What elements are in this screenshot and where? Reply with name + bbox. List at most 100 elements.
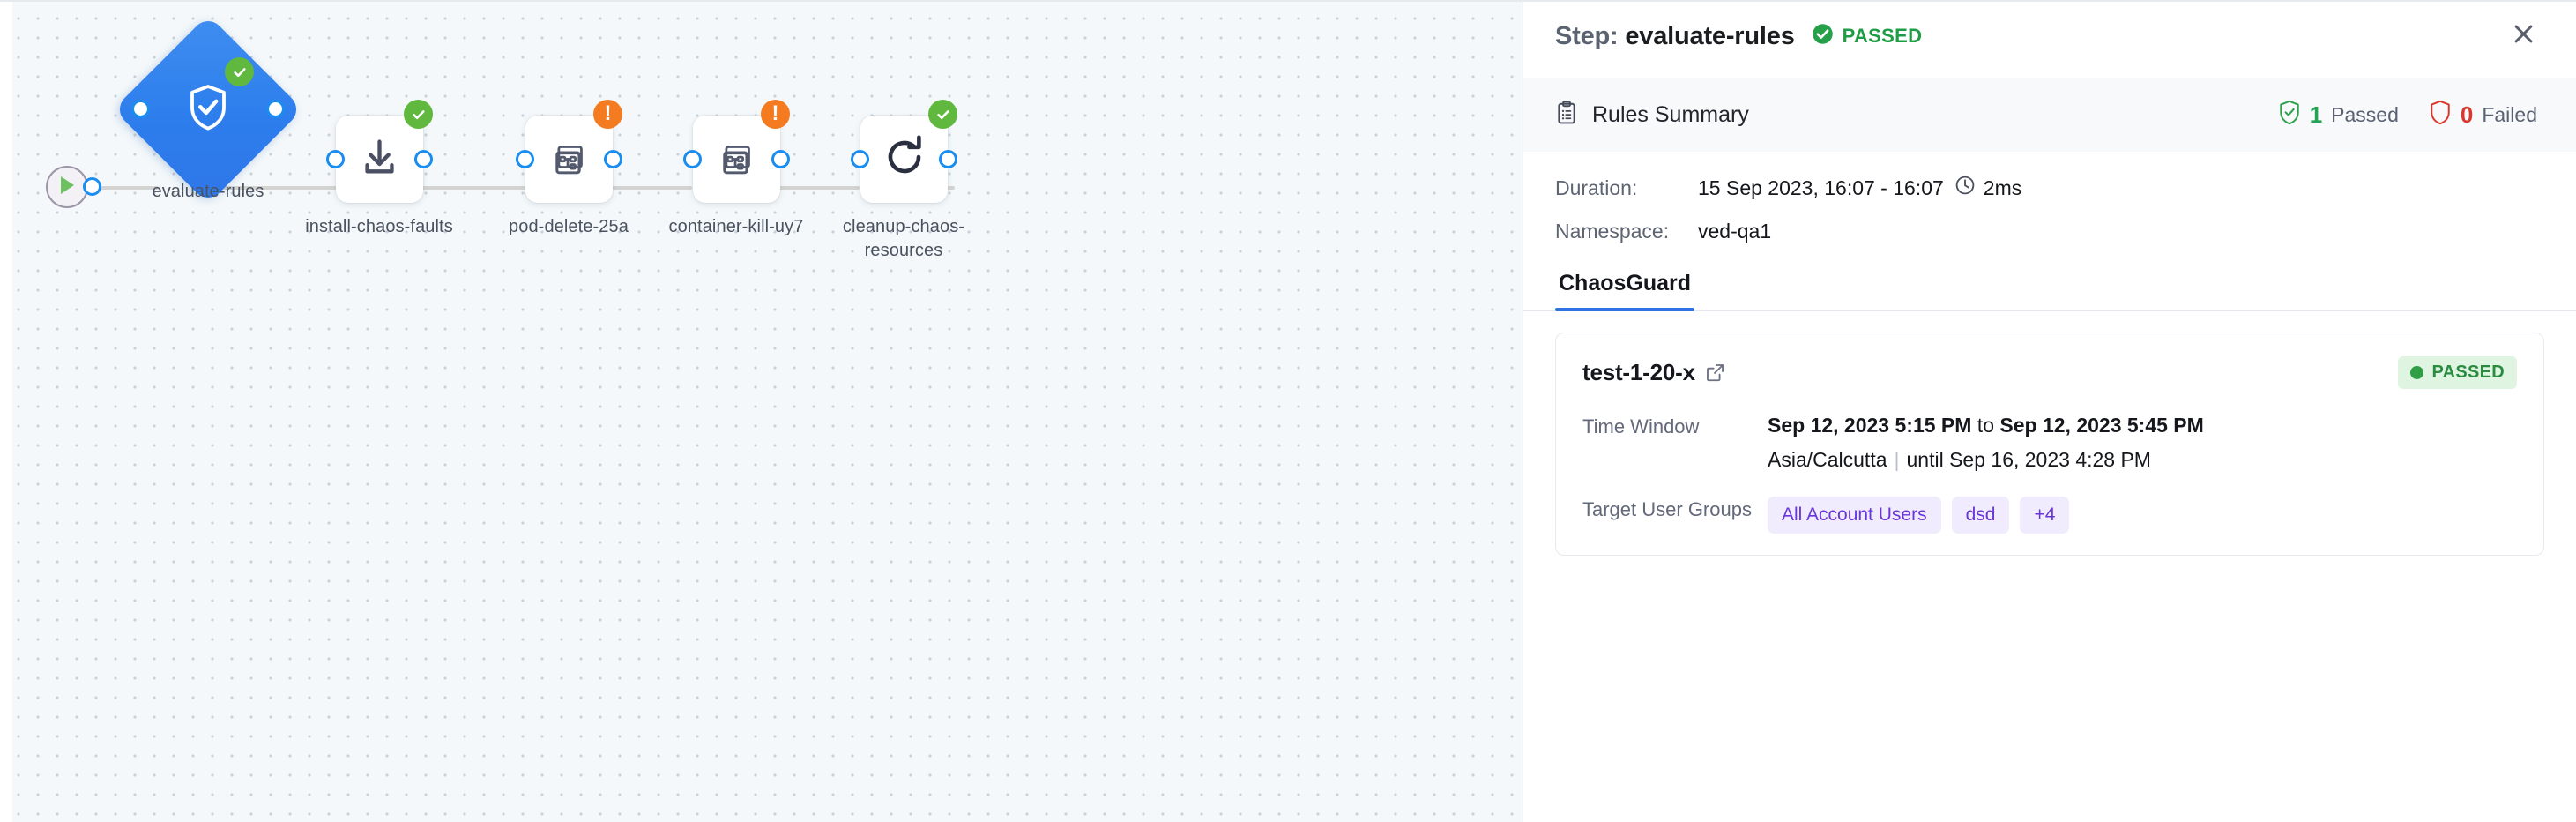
- status-badge: PASSED: [1811, 22, 1923, 50]
- pod-delete-25a-status-badge: !: [593, 100, 622, 129]
- cleanup-chaos-resources-box[interactable]: [860, 116, 948, 203]
- exclamation-icon: !: [604, 101, 612, 125]
- rules-summary-title: Rules Summary: [1592, 101, 1749, 127]
- namespace-key: Namespace:: [1555, 220, 1670, 243]
- pod-delete-25a-output-port[interactable]: [604, 150, 622, 168]
- pipeline-graph-canvas[interactable]: evaluate-rules install-chaos: [0, 0, 1523, 822]
- chip-target-group[interactable]: All Account Users: [1768, 497, 1941, 534]
- rules-failed-label: Failed: [2482, 102, 2537, 126]
- install-chaos-faults-output-port[interactable]: [414, 150, 433, 168]
- duration-value: 15 Sep 2023, 16:07 - 16:07: [1698, 176, 1944, 199]
- pod-delete-25a-box[interactable]: [525, 116, 613, 203]
- edge-pod-delete-to-container-kill: [569, 186, 692, 190]
- check-circle-icon: [1811, 22, 1835, 50]
- shield-outline-icon: [2429, 100, 2452, 130]
- duration-ms: 2ms: [1983, 176, 2022, 199]
- status-dot-icon: [2410, 366, 2424, 379]
- rules-summary-stats: 1 Passed 0 Failed: [2278, 100, 2537, 130]
- node-install-chaos-faults[interactable]: install-chaos-faults: [305, 100, 453, 236]
- panel-header: Step: evaluate-rules PASSED: [1523, 2, 2576, 71]
- chaos-fault-icon: [549, 137, 590, 182]
- container-kill-uy7-input-port[interactable]: [683, 150, 702, 168]
- edge-install-to-pod-delete: [401, 186, 526, 190]
- install-chaos-faults-status-badge: [404, 100, 433, 129]
- start-node-circle: [46, 166, 88, 208]
- play-icon: [57, 175, 77, 200]
- step-name-label: evaluate-rules: [1625, 21, 1795, 50]
- node-label-pod-delete-25a: pod-delete-25a: [509, 217, 629, 236]
- status-text: PASSED: [1842, 25, 1923, 47]
- card-status-badge: PASSED: [2398, 356, 2517, 389]
- target-user-groups-row: Target User Groups All Account Users dsd…: [1582, 497, 2517, 534]
- time-window-end: Sep 12, 2023 5:45 PM: [1999, 414, 2204, 437]
- chip-target-group[interactable]: dsd: [1951, 497, 2010, 534]
- pod-delete-25a-input-port[interactable]: [516, 150, 534, 168]
- cleanup-chaos-resources-status-badge: [928, 100, 957, 129]
- evaluate-rules-diamond[interactable]: [113, 14, 303, 205]
- container-kill-uy7-output-port[interactable]: [771, 150, 790, 168]
- time-window-subtext: Asia/Calcutta|until Sep 16, 2023 4:28 PM: [1768, 448, 2517, 472]
- step-prefix-label: Step:: [1555, 21, 1619, 50]
- node-label-install-chaos-faults: install-chaos-faults: [305, 217, 453, 236]
- card-title: test-1-20-x: [1582, 359, 1695, 385]
- evaluate-rules-output-port[interactable]: [266, 100, 285, 118]
- namespace-value: ved-qa1: [1698, 220, 1772, 243]
- evaluate-rules-input-port[interactable]: [131, 100, 150, 118]
- edge-container-kill-to-cleanup: [736, 186, 860, 190]
- rules-failed-count: 0: [2460, 101, 2474, 128]
- panel-tabs: ChaosGuard: [1523, 262, 2576, 311]
- node-container-kill-uy7[interactable]: ! container-kill-uy7: [669, 100, 803, 236]
- card-header: test-1-20-x PASSED: [1582, 356, 2517, 389]
- install-chaos-faults-box[interactable]: [336, 116, 423, 203]
- namespace-row: Namespace: ved-qa1: [1555, 220, 2544, 243]
- target-user-groups-chips: All Account Users dsd +4: [1768, 497, 2517, 534]
- rules-failed-stat: 0 Failed: [2429, 100, 2537, 130]
- refresh-icon: [882, 134, 927, 184]
- node-label-evaluate-rules: evaluate-rules: [152, 182, 264, 201]
- node-cleanup-chaos-resources[interactable]: cleanup-chaos-resources: [843, 100, 964, 260]
- node-evaluate-rules[interactable]: evaluate-rules: [113, 14, 303, 205]
- rules-summary-bar: Rules Summary 1 Passed: [1523, 78, 2576, 152]
- container-kill-uy7-box[interactable]: [693, 116, 780, 203]
- target-user-groups-key: Target User Groups: [1582, 498, 1752, 520]
- rules-passed-label: Passed: [2331, 102, 2399, 126]
- container-kill-uy7-status-badge: !: [761, 100, 790, 129]
- edge-evaluate-rules-to-install: [222, 186, 337, 190]
- evaluate-rules-status-badge: [225, 57, 254, 86]
- step-details-panel: Step: evaluate-rules PASSED: [1523, 0, 2576, 822]
- close-icon: [2511, 21, 2536, 51]
- chaos-fault-icon: [717, 137, 757, 182]
- close-button[interactable]: [2505, 19, 2541, 54]
- node-pod-delete-25a[interactable]: ! pod-delete-25a: [509, 100, 629, 236]
- target-user-groups-value: All Account Users dsd +4: [1768, 497, 2517, 534]
- time-window-start: Sep 12, 2023 5:15 PM: [1768, 414, 1972, 437]
- edge-start-to-evaluate-rules: [67, 186, 159, 190]
- exclamation-icon: !: [771, 101, 779, 125]
- page-title: Step: evaluate-rules: [1555, 22, 1795, 51]
- clipboard-icon: [1555, 100, 1578, 130]
- node-label-container-kill-uy7: container-kill-uy7: [668, 217, 804, 236]
- rules-passed-stat: 1 Passed: [2278, 100, 2399, 130]
- tab-chaosguard[interactable]: ChaosGuard: [1555, 262, 1695, 311]
- time-window-key: Time Window: [1582, 415, 1700, 437]
- cleanup-chaos-resources-output-port[interactable]: [939, 150, 957, 168]
- external-link-icon[interactable]: [1705, 362, 1725, 383]
- time-window-joiner: to: [1971, 414, 2000, 437]
- shield-check-outline-icon: [2278, 100, 2301, 130]
- node-label-cleanup-chaos-resources: cleanup-chaos-resources: [842, 217, 965, 260]
- chaosguard-content: test-1-20-x PASSED Time Window: [1523, 311, 2576, 556]
- cleanup-chaos-resources-input-port[interactable]: [851, 150, 869, 168]
- chaosguard-rule-card: test-1-20-x PASSED Time Window: [1555, 333, 2544, 556]
- chip-target-group-overflow[interactable]: +4: [2020, 497, 2070, 534]
- clock-icon: [1954, 175, 1976, 201]
- time-window-range: Sep 12, 2023 5:15 PM to Sep 12, 2023 5:4…: [1768, 414, 2517, 437]
- start-node[interactable]: [46, 166, 101, 208]
- start-node-output-port[interactable]: [83, 177, 101, 196]
- separator: |: [1894, 448, 1900, 471]
- duration-value-group: 15 Sep 2023, 16:07 - 16:07 2ms: [1698, 175, 2021, 201]
- duration-key: Duration:: [1555, 176, 1638, 199]
- install-chaos-faults-input-port[interactable]: [326, 150, 345, 168]
- card-status-text: PASSED: [2431, 362, 2505, 382]
- timezone-label: Asia/Calcutta: [1768, 448, 1887, 471]
